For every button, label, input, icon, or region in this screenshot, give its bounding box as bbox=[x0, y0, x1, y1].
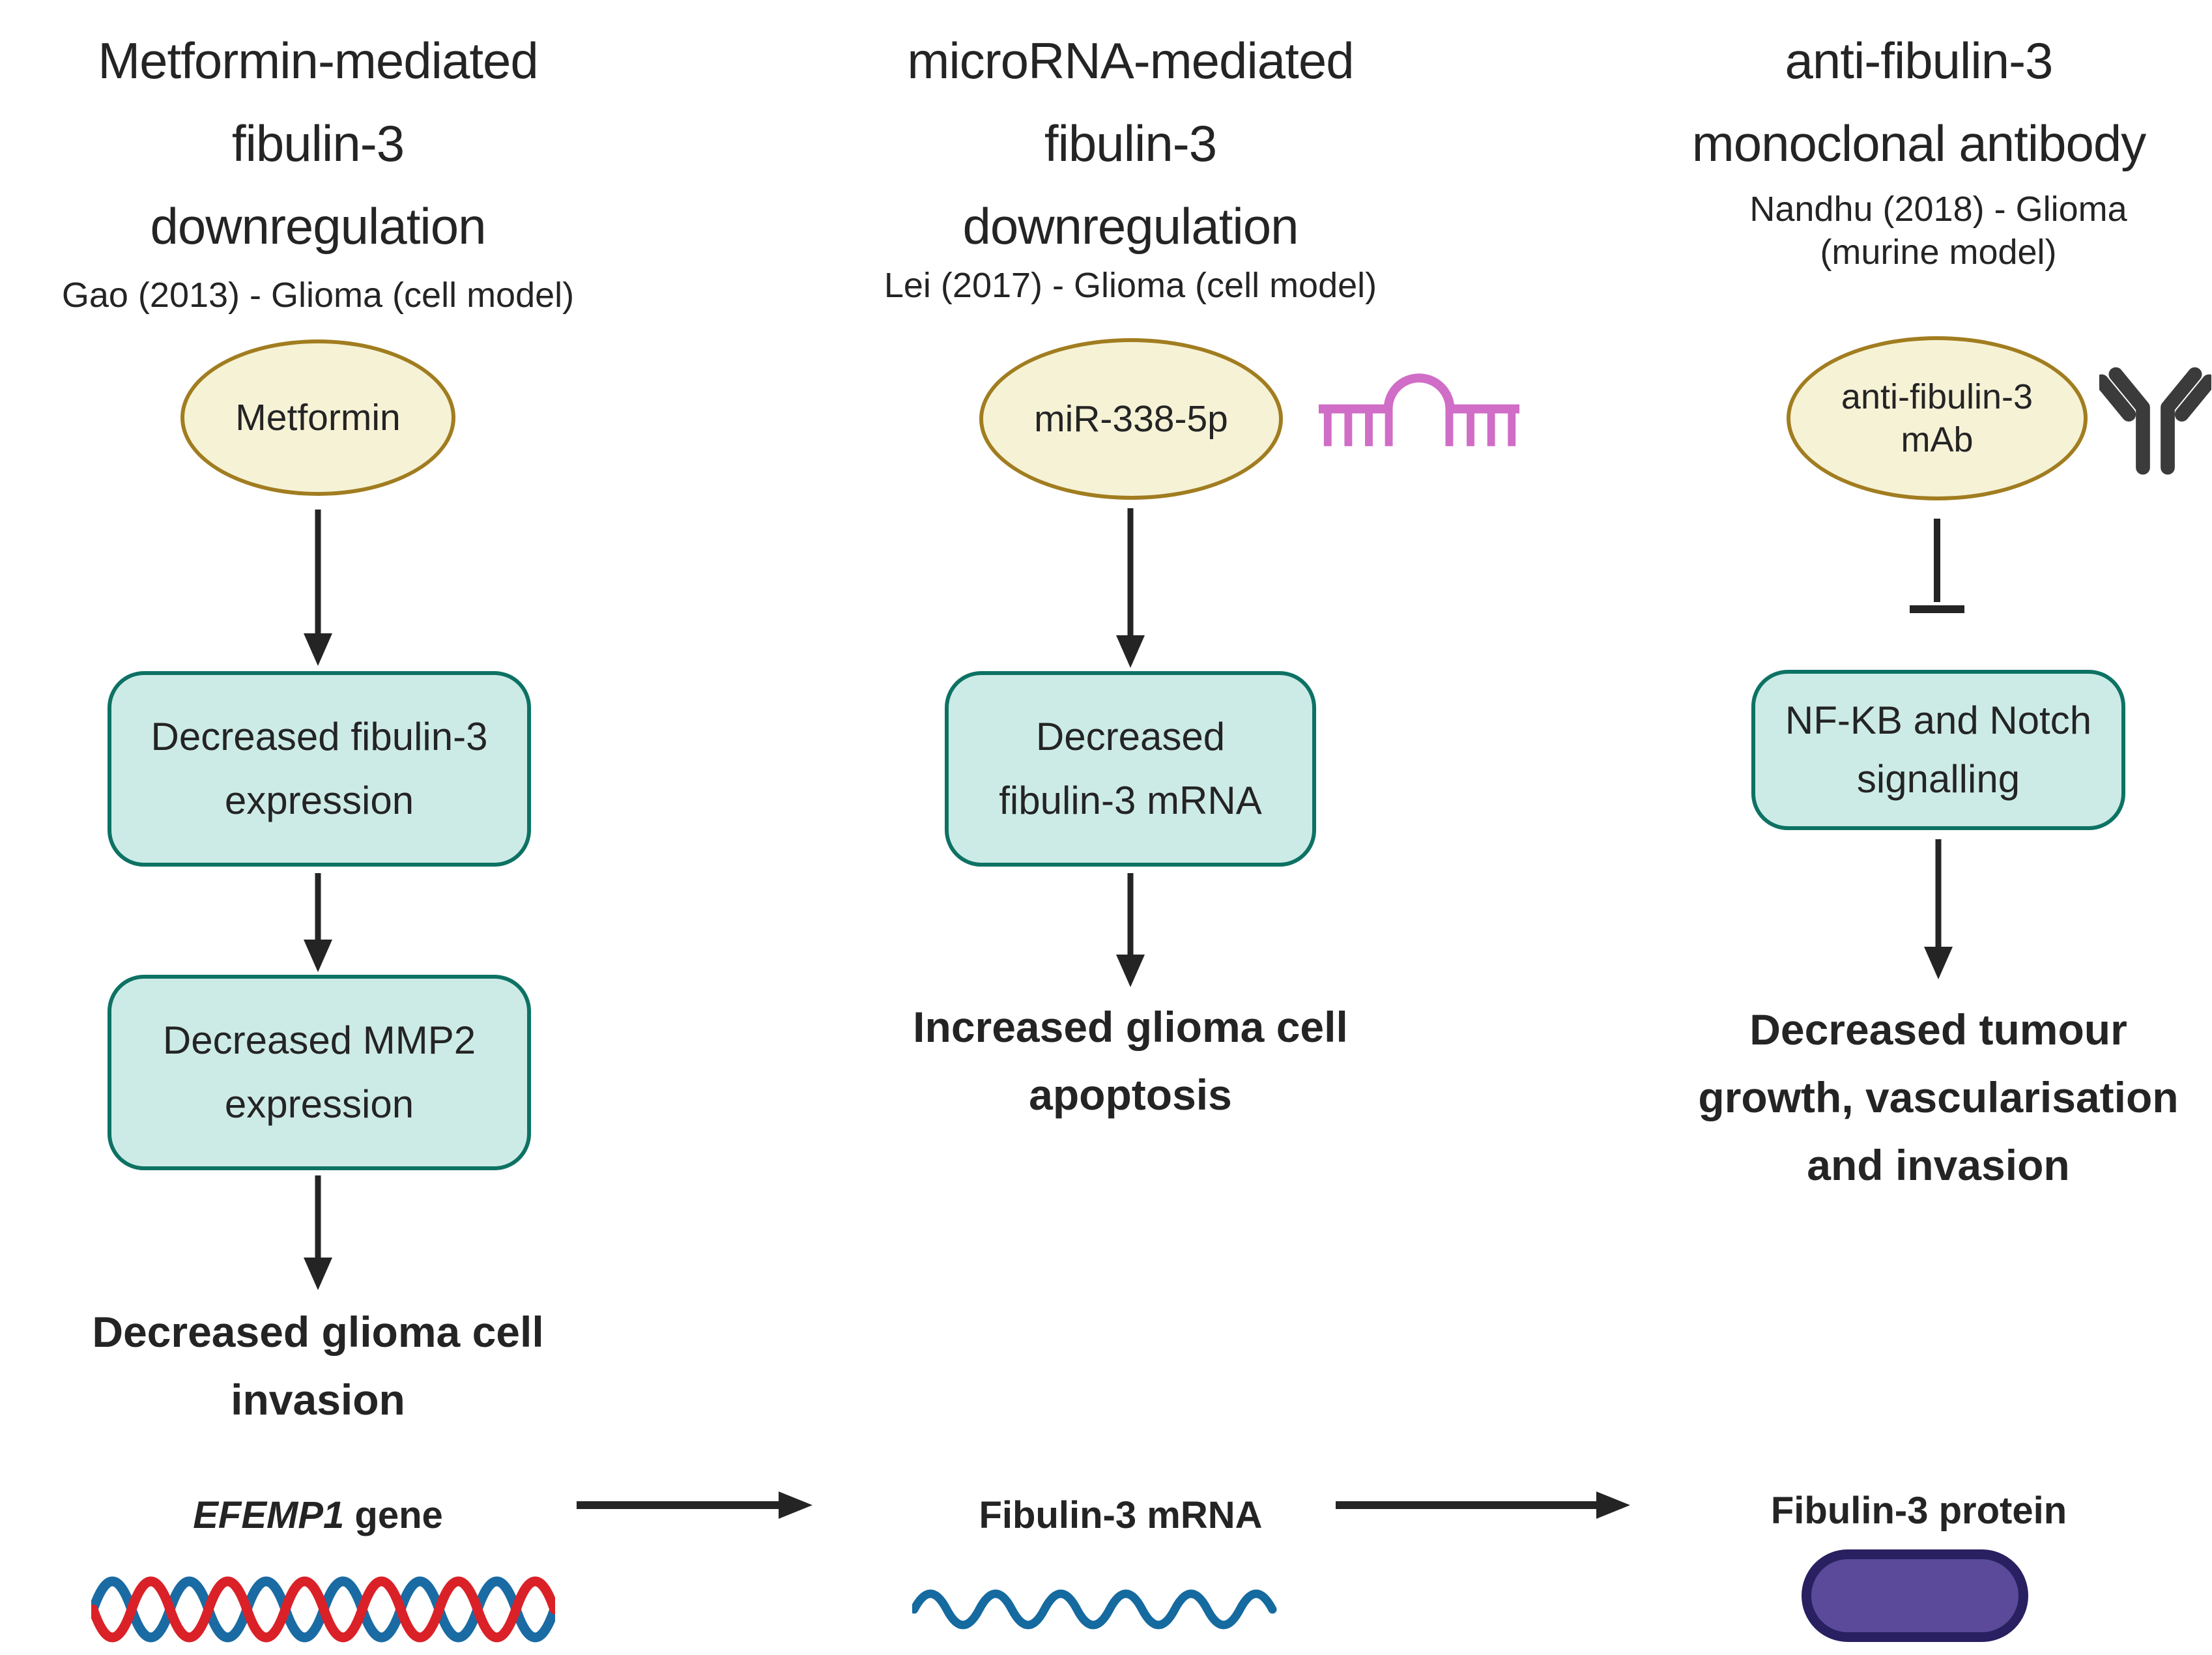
inhibition-tbar-icon bbox=[1910, 519, 1964, 613]
arrow-step2-to-outcome1 bbox=[304, 1175, 332, 1290]
step-box-fibulin3-mrna: Decreased fibulin-3 mRNA bbox=[945, 671, 1316, 867]
arrow-mir338-to-step1 bbox=[1116, 508, 1145, 668]
step-box-mmp2-expression: Decreased MMP2 expression bbox=[108, 975, 531, 1170]
efemp1-gene-italic: EFEMP1 bbox=[193, 1494, 345, 1536]
arrow-nfkb-to-outcome3 bbox=[1924, 839, 1953, 979]
anti-fibulin3-mab-node: anti-fibulin-3 mAb bbox=[1787, 336, 2088, 500]
anti-fibulin3-mab-node-label: anti-fibulin-3 mAb bbox=[1841, 377, 2033, 459]
outcome-apoptosis: Increased glioma cell apoptosis bbox=[913, 1003, 1348, 1119]
metformin-node-label: Metformin bbox=[235, 397, 401, 439]
fibulin3-mrna-label: Fibulin-3 mRNA bbox=[979, 1494, 1263, 1536]
arrow-step1-to-step2 bbox=[304, 873, 332, 972]
column1-subtitle: Gao (2013) - Glioma (cell model) bbox=[61, 276, 575, 315]
metformin-node: Metformin bbox=[180, 339, 455, 496]
column3-title: anti-fibulin-3 monoclonal antibody bbox=[1691, 32, 2146, 172]
column2-title: microRNA-mediated fibulin-3 downregulati… bbox=[907, 32, 1354, 255]
mrna-wave-icon bbox=[912, 1589, 1277, 1630]
protein-pill-icon bbox=[1802, 1549, 2028, 1642]
arrow-step1-to-outcome2 bbox=[1116, 873, 1145, 987]
column1-title: Metformin-mediated fibulin-3 downregulat… bbox=[98, 32, 539, 255]
column3-subtitle: Nandhu (2018) - Glioma (murine model) bbox=[1749, 190, 2127, 272]
antibody-icon bbox=[2099, 367, 2211, 475]
step-box-label: Decreased fibulin-3 expression bbox=[151, 715, 488, 822]
efemp1-gene-label: EFEMP1 gene bbox=[57, 1493, 579, 1537]
efemp1-gene-suffix: gene bbox=[344, 1494, 443, 1536]
mirna-hairpin-icon bbox=[1318, 373, 1520, 446]
arrow-mrna-to-protein bbox=[1336, 1491, 1630, 1519]
step-box-label: Decreased MMP2 expression bbox=[162, 1018, 476, 1126]
step-box-fibulin3-expression: Decreased fibulin-3 expression bbox=[108, 671, 531, 867]
step-box-nfkb-notch: NF-KB and Notch signalling bbox=[1751, 670, 2125, 830]
dna-helix-icon bbox=[91, 1576, 555, 1643]
mir338-node-label: miR-338-5p bbox=[1034, 398, 1228, 440]
step-box-label: NF-KB and Notch signalling bbox=[1785, 698, 2092, 801]
mir338-node: miR-338-5p bbox=[979, 338, 1283, 500]
arrow-gene-to-mrna bbox=[577, 1491, 812, 1519]
outcome-invasion: Decreased glioma cell invasion bbox=[92, 1308, 544, 1424]
arrow-metformin-to-step1 bbox=[304, 510, 332, 666]
step-box-label: Decreased fibulin-3 mRNA bbox=[999, 715, 1262, 822]
fibulin3-protein-label: Fibulin-3 protein bbox=[1770, 1490, 2067, 1532]
outcome-tumour-growth: Decreased tumour growth, vascularisation… bbox=[1698, 1005, 2179, 1189]
column2-subtitle: Lei (2017) - Glioma (cell model) bbox=[883, 266, 1377, 305]
